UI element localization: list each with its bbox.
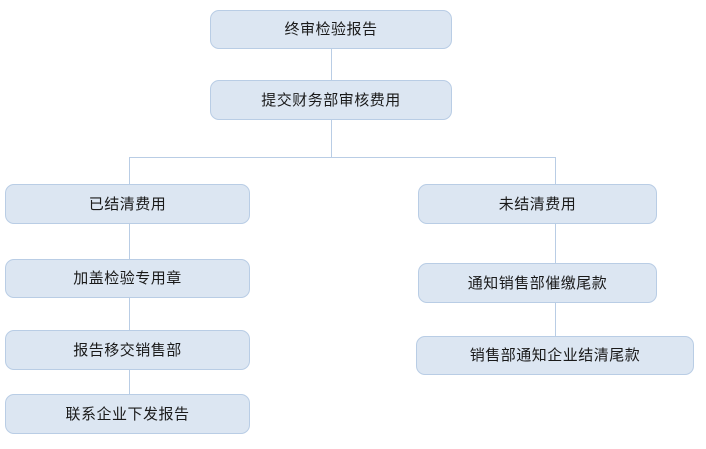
connector-n5-to-n6 (129, 370, 130, 394)
connector-n8-to-n9 (555, 303, 556, 336)
connector-split-to-n3 (129, 157, 130, 184)
flow-node-label: 未结清费用 (498, 195, 577, 213)
flow-node-label: 通知销售部催缴尾款 (467, 274, 608, 292)
flow-node-label: 已结清费用 (88, 195, 167, 213)
connector-n3-to-n4 (129, 224, 130, 259)
flow-node-fee-unsettled[interactable]: 未结清费用 (418, 184, 657, 224)
flow-node-final-inspection-report[interactable]: 终审检验报告 (210, 10, 452, 49)
flow-node-notify-sales-collect-balance[interactable]: 通知销售部催缴尾款 (418, 263, 657, 303)
flow-node-label: 联系企业下发报告 (65, 405, 190, 423)
flow-node-contact-company-issue-report[interactable]: 联系企业下发报告 (5, 394, 250, 434)
connector-n4-to-n5 (129, 298, 130, 330)
connector-split-horizontal (129, 157, 556, 158)
flow-node-submit-finance-review-fee[interactable]: 提交财务部审核费用 (210, 80, 452, 120)
flow-node-label: 提交财务部审核费用 (261, 91, 401, 109)
connector-split-to-n7 (555, 157, 556, 184)
flow-node-label: 报告移交销售部 (73, 341, 182, 359)
flow-node-label: 销售部通知企业结清尾款 (469, 347, 641, 364)
connector-n1-to-n2 (331, 49, 332, 80)
flow-node-apply-inspection-seal[interactable]: 加盖检验专用章 (5, 259, 250, 298)
connector-n2-to-split (331, 120, 332, 158)
flow-node-transfer-report-to-sales[interactable]: 报告移交销售部 (5, 330, 250, 370)
flow-node-sales-notify-company-settle-balance[interactable]: 销售部通知企业结清尾款 (416, 336, 694, 375)
flow-node-fee-settled[interactable]: 已结清费用 (5, 184, 250, 224)
connector-n7-to-n8 (555, 224, 556, 263)
flow-node-label: 终审检验报告 (284, 21, 378, 38)
flow-node-label: 加盖检验专用章 (73, 270, 182, 287)
